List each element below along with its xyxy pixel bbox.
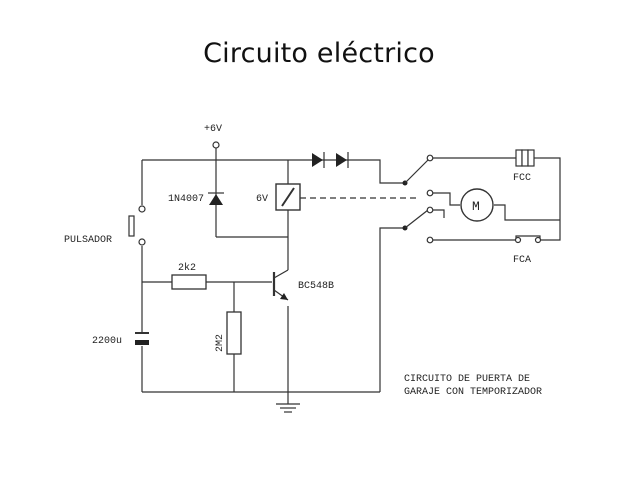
pushbutton-label: PULSADOR (64, 235, 112, 246)
limit-switch-fcc: FCC (513, 149, 540, 184)
limit-switch-fca: FCA (513, 235, 542, 266)
resistor-2k2: 2k2 (171, 262, 207, 290)
motor: M (460, 188, 494, 222)
supply-label: +6V (204, 124, 222, 135)
relay-coil: 6V (256, 183, 301, 211)
capacitor-label: 2200u (92, 336, 122, 347)
resistor2-label: 2M2 (215, 334, 226, 352)
supply-terminal: +6V (204, 124, 222, 149)
relay-switch-bottom (402, 206, 434, 244)
slide-title: Circuito eléctrico (203, 38, 435, 69)
ground-symbol (276, 403, 300, 413)
limit-switch-bottom-label: FCA (513, 255, 531, 266)
transistor-label: BC548B (298, 281, 334, 292)
resistor-2m2: 2M2 (215, 311, 242, 355)
diodes-series (312, 152, 349, 168)
relay-switch-top (402, 154, 434, 197)
motor-label: M (472, 199, 480, 214)
transistor-bc548b: BC548B (272, 269, 334, 301)
relay-label: 6V (256, 194, 268, 205)
caption-line-2: GARAJE CON TEMPORIZADOR (404, 387, 542, 398)
limit-switch-top-label: FCC (513, 173, 531, 184)
diode-label: 1N4007 (168, 194, 204, 205)
capacitor-2200u: 2200u (92, 332, 149, 347)
resistor1-label: 2k2 (178, 262, 196, 274)
diode-1n4007: 1N4007 (168, 192, 224, 205)
pushbutton: PULSADOR (64, 205, 146, 246)
wires (141, 148, 561, 404)
diagram-caption: CIRCUITO DE PUERTA DE GARAJE CON TEMPORI… (404, 374, 542, 398)
caption-line-1: CIRCUITO DE PUERTA DE (404, 374, 530, 385)
